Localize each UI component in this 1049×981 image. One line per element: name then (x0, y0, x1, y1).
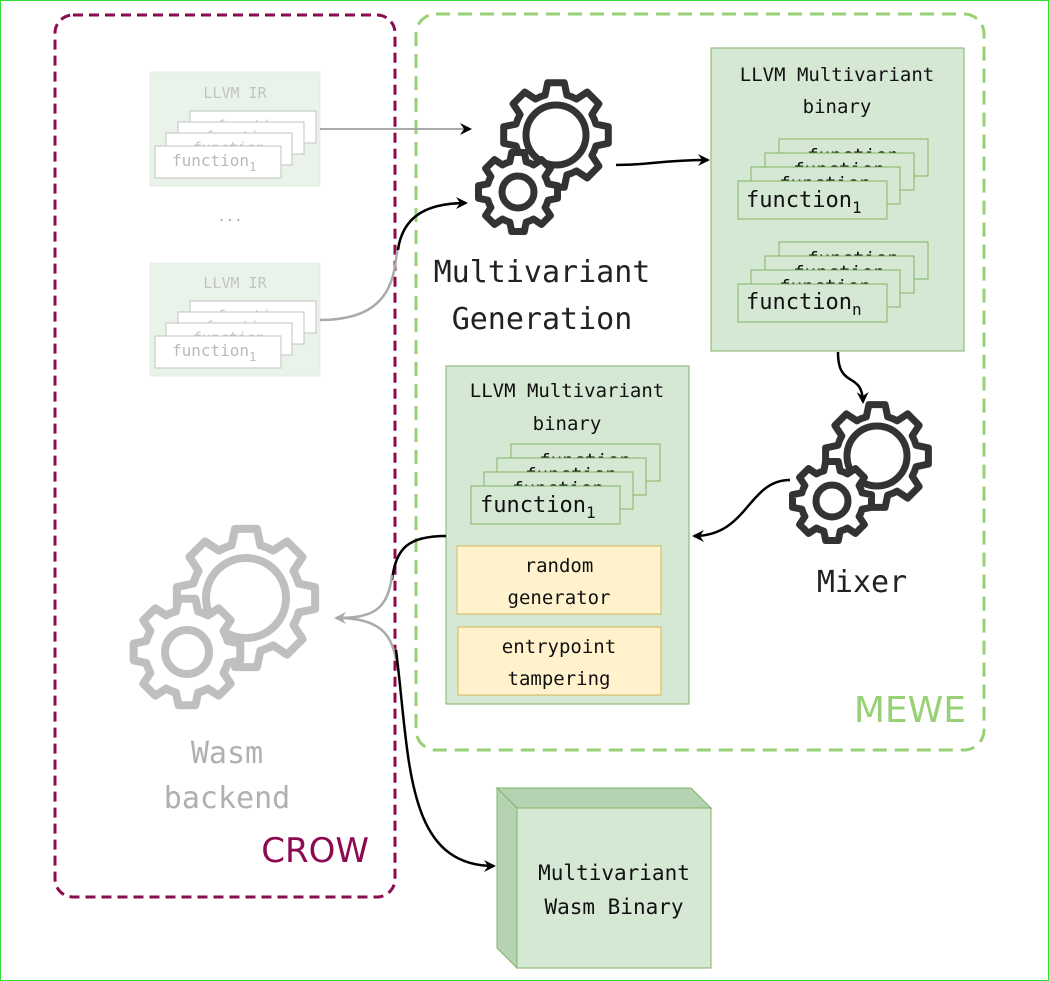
function-label: functionn (746, 290, 862, 319)
wasm-backend-label-line2: backend (164, 781, 290, 816)
gear-icon (475, 149, 561, 235)
gear-hub (843, 422, 911, 490)
function-label: function1 (172, 151, 256, 174)
random-generator-line2: generator (508, 587, 611, 609)
wasm-backend-label-line1: Wasm (191, 736, 263, 771)
crow-label: CROW (261, 831, 369, 871)
arrow-gen-to-binary (615, 154, 710, 167)
function-label: function1 (480, 493, 596, 522)
function-label: function1 (746, 188, 862, 217)
gear-hub (202, 554, 290, 642)
entrypoint-tampering-line2: tampering (508, 668, 611, 690)
gear-hub (498, 172, 538, 212)
gear-icon (789, 458, 875, 544)
arrow-binary-to-mixer (836, 351, 869, 404)
output-label-line1: Multivariant (538, 861, 690, 885)
binary-title-line1: LLVM Multivariant (740, 64, 934, 86)
arrow-mixer-to-binary (692, 478, 791, 542)
llvm-ir-title: LLVM IR (203, 274, 267, 292)
gear-icon (500, 79, 612, 191)
gear-icon (129, 594, 245, 710)
multivariant-binary-mid: LLVM Multivariant binary function functi… (445, 365, 690, 705)
gear-outline (500, 79, 612, 191)
gear-hub (522, 101, 590, 169)
mewe-region (414, 12, 986, 752)
mixer-gear-icon (789, 401, 932, 544)
arrow-binary-to-backend-a (390, 534, 447, 581)
generation-label-line2: Generation (452, 302, 633, 337)
random-generator-line1: random (525, 555, 594, 577)
gear-hub (812, 481, 852, 521)
binary-title-line2: binary (803, 96, 872, 118)
crow-region (53, 13, 397, 899)
binary-title-line2: binary (533, 413, 602, 435)
entrypoint-tampering-line1: entrypoint (502, 636, 616, 658)
generation-label-line1: Multivariant (434, 255, 651, 290)
generation-gear-icon (475, 79, 612, 235)
function-label: function1 (172, 341, 256, 364)
ellipsis: ... (217, 209, 242, 225)
llvm-ir-title: LLVM IR (203, 84, 267, 102)
wasm-binary-output: Multivariant Wasm Binary (495, 786, 713, 970)
multivariant-binary-top: LLVM Multivariant binary function functi… (710, 47, 965, 352)
wasm-backend-gear-icon (129, 524, 320, 710)
mixer-label: Mixer (817, 565, 907, 600)
llvm-ir-input-bottom: LLVM IR function function function funct… (149, 262, 321, 377)
gear-hub (161, 626, 213, 678)
binary-title-line1: LLVM Multivariant (470, 380, 664, 402)
output-label-line2: Wasm Binary (544, 895, 683, 919)
arrow-backend-to-output-a (337, 616, 398, 661)
arrow-binary-to-backend-b (334, 574, 394, 624)
llvm-ir-input-top: LLVM IR function function function funct… (149, 71, 321, 187)
arrow-input-bottom-head (396, 197, 468, 251)
arrow-backend-to-output-b (394, 649, 496, 872)
mewe-label: MEWE (854, 690, 966, 731)
